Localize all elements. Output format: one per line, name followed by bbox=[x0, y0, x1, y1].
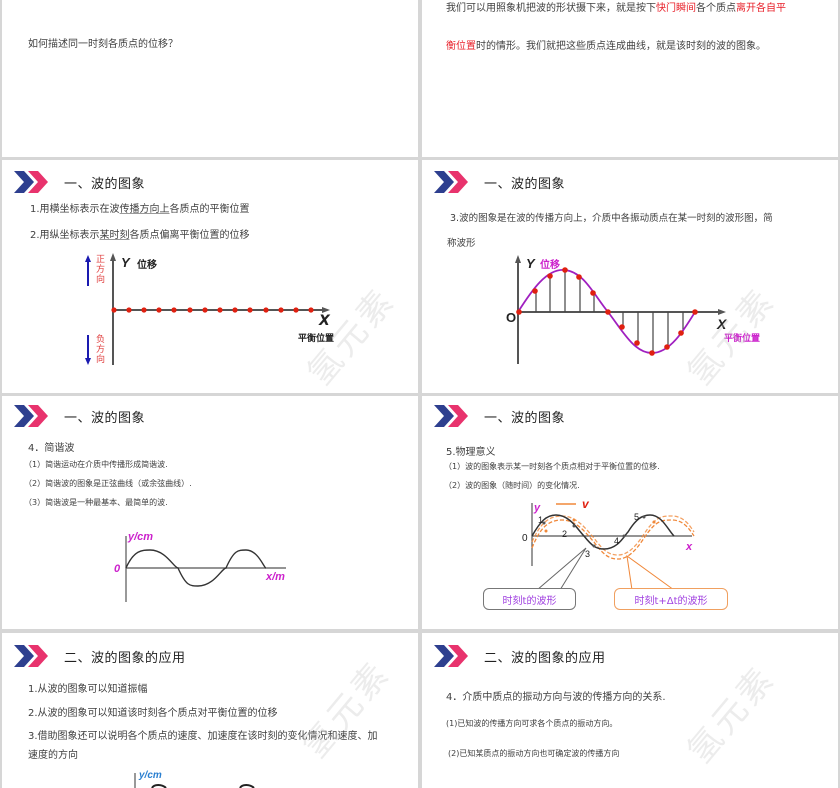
svg-text:4: 4 bbox=[614, 536, 619, 546]
underlined-text: 传播方向上 bbox=[119, 204, 170, 215]
subtitle: 5.物理意义 bbox=[446, 447, 496, 458]
svg-text:X: X bbox=[716, 316, 728, 332]
section-header: 二、波的图象的应用 bbox=[14, 644, 186, 668]
slide-4[interactable]: 一、波的图象 3.波的图象是在波的传播方向上，介质中各振动质点在某一时刻的波形图… bbox=[422, 160, 838, 393]
intro-line-1: 我们可以用照象机把波的形状摄下来，就是按下快门瞬间各个质点离开各自平 bbox=[446, 0, 786, 14]
underlined-text: 某时刻 bbox=[99, 230, 130, 241]
definition-line-1: 3.波的图象是在波的传播方向上，介质中各振动质点在某一时刻的波形图，简 bbox=[450, 213, 773, 224]
text-segment: 1.用横坐标表示在波 bbox=[30, 204, 120, 215]
section-title: 二、波的图象的应用 bbox=[64, 650, 186, 666]
list-item-3: （3）简谐波是一种最基本、最简单的波. bbox=[24, 498, 168, 507]
chevron-icon bbox=[434, 645, 468, 667]
slide-1[interactable]: 如何描述同一时刻各质点的位移？ bbox=[2, 0, 418, 157]
svg-text:Y: Y bbox=[121, 255, 131, 270]
y-axis-label: 位移 bbox=[540, 260, 560, 271]
section-title: 一、波的图象 bbox=[64, 176, 146, 192]
slide-7[interactable]: 二、波的图象的应用 1.从波的图象可以知道振幅 2.从波的图象可以知道该时刻各个… bbox=[2, 633, 418, 788]
text-segment: 各质点的平衡位置 bbox=[169, 204, 250, 215]
svg-text:0: 0 bbox=[522, 533, 528, 544]
svg-text:y/cm: y/cm bbox=[127, 531, 153, 543]
highlight-leave-equilibrium: 离开各自平 bbox=[736, 3, 786, 14]
section-title: 二、波的图象的应用 bbox=[484, 650, 606, 666]
svg-text:v: v bbox=[582, 497, 590, 511]
definition-line-2: 称波形 bbox=[447, 238, 476, 249]
callout-time-t: 时刻t的波形 bbox=[483, 588, 576, 610]
list-item-2: （2）简谐波的图象是正弦曲线（或余弦曲线）. bbox=[24, 479, 192, 488]
displacement-axes-diagram: Y bbox=[85, 253, 330, 365]
section-header: 二、波的图象的应用 bbox=[434, 644, 606, 668]
x-axis-label: 平衡位置 bbox=[298, 334, 335, 344]
slide-6[interactable]: 一、波的图象 5.物理意义 （1）波的图象表示某一时刻各个质点相对于平衡位置的位… bbox=[422, 396, 838, 629]
list-item-1: (1)已知波的传播方向可求各个质点的振动方向。 bbox=[446, 719, 618, 728]
svg-text:y: y bbox=[533, 502, 541, 514]
text-segment: 我们可以用照象机把波的形状摄下来，就是按下 bbox=[446, 3, 656, 14]
text-segment: 各个质点 bbox=[696, 3, 736, 14]
subtitle: 4．简谐波 bbox=[28, 443, 75, 454]
highlight-position: 衡位置 bbox=[446, 41, 476, 52]
slide-5[interactable]: 一、波的图象 4．简谐波 （1）简谐运动在介质中传播形成简谐波. （2）简谐波的… bbox=[2, 396, 418, 629]
list-item-2: （2）波的图象（随时间）的变化情况. bbox=[444, 481, 580, 490]
svg-text:x: x bbox=[685, 541, 693, 553]
svg-text:1: 1 bbox=[538, 515, 543, 525]
watermark: 氢元素 bbox=[679, 658, 784, 772]
negative-direction-label: 负方向 bbox=[96, 335, 106, 365]
chevron-icon bbox=[14, 405, 48, 427]
subtitle: 4．介质中质点的振动方向与波的传播方向的关系. bbox=[446, 692, 666, 703]
section-header: 一、波的图象 bbox=[434, 170, 565, 194]
slide-3[interactable]: 一、波的图象 1.用横坐标表示在波传播方向上各质点的平衡位置 2.用纵坐标表示某… bbox=[2, 160, 418, 393]
wave-propagation-diagram: y v 0 x 1 2 3 4 5 bbox=[522, 497, 695, 591]
svg-text:O: O bbox=[506, 310, 516, 325]
callout-time-t-plus-dt: 时刻t+Δt的波形 bbox=[614, 588, 728, 610]
chevron-icon bbox=[434, 405, 468, 427]
highlight-shutter: 快门瞬间 bbox=[656, 3, 696, 14]
chevron-icon bbox=[14, 171, 48, 193]
text-segment: 时的情形。我们就把这些质点连成曲线，就是该时刻的波的图象。 bbox=[476, 41, 766, 52]
section-title: 一、波的图象 bbox=[484, 410, 566, 426]
text-segment: 2.用纵坐标表示 bbox=[30, 230, 100, 241]
intro-line-2: 衡位置时的情形。我们就把这些质点连成曲线，就是该时刻的波的图象。 bbox=[446, 37, 766, 52]
x-axis-label: 平衡位置 bbox=[724, 334, 761, 344]
slide-8[interactable]: 二、波的图象的应用 4．介质中质点的振动方向与波的传播方向的关系. (1)已知波… bbox=[422, 633, 838, 788]
svg-text:3: 3 bbox=[585, 549, 590, 559]
svg-text:2: 2 bbox=[562, 529, 567, 539]
svg-text:x/m: x/m bbox=[265, 571, 285, 583]
x-axis-letter: X bbox=[319, 313, 330, 329]
question-text: 如何描述同一时刻各质点的位移？ bbox=[28, 39, 178, 50]
section-header: 一、波的图象 bbox=[14, 404, 145, 428]
simple-harmonic-wave-diagram: y/cm 0 x/m bbox=[114, 531, 286, 602]
section-title: 一、波的图象 bbox=[64, 410, 146, 426]
list-item-2: 2.从波的图象可以知道该时刻各个质点对平衡位置的位移 bbox=[28, 708, 278, 719]
chevron-icon bbox=[14, 645, 48, 667]
list-item-1: 1.从波的图象可以知道振幅 bbox=[28, 684, 148, 695]
list-item-3: 3.借助图象还可以说明各个质点的速度、加速度在该时刻的变化情况和速度、加 bbox=[28, 731, 378, 742]
list-item-1: （1）波的图象表示某一时刻各个质点相对于平衡位置的位移. bbox=[444, 462, 660, 471]
slide-2[interactable]: 我们可以用照象机把波的形状摄下来，就是按下快门瞬间各个质点离开各自平 衡位置时的… bbox=[422, 0, 838, 157]
section-header: 一、波的图象 bbox=[434, 404, 565, 428]
item-1: 1.用横坐标表示在波传播方向上各质点的平衡位置 bbox=[30, 200, 250, 215]
svg-text:0: 0 bbox=[114, 563, 121, 575]
section-header: 一、波的图象 bbox=[14, 170, 145, 194]
item-2: 2.用纵坐标表示某时刻各质点偏离平衡位置的位移 bbox=[30, 226, 250, 241]
section-title: 一、波的图象 bbox=[484, 176, 566, 192]
text-segment: 各质点偏离平衡位置的位移 bbox=[129, 230, 250, 241]
waveform-diagram: Y O X bbox=[506, 255, 728, 364]
list-item-3-cont: 速度的方向 bbox=[28, 750, 78, 761]
y-axis-label: 位移 bbox=[137, 260, 157, 271]
list-item-1: （1）简谐运动在介质中传播形成简谐波. bbox=[24, 460, 168, 469]
svg-text:Y: Y bbox=[526, 256, 536, 271]
positive-direction-label: 正方向 bbox=[96, 255, 106, 285]
application-wave-diagram: y/cm bbox=[134, 770, 255, 788]
list-item-2: (2)已知某质点的振动方向也可确定波的传播方向 bbox=[448, 749, 620, 758]
svg-text:y/cm: y/cm bbox=[138, 770, 162, 781]
svg-text:5: 5 bbox=[634, 512, 639, 522]
chevron-icon bbox=[434, 171, 468, 193]
